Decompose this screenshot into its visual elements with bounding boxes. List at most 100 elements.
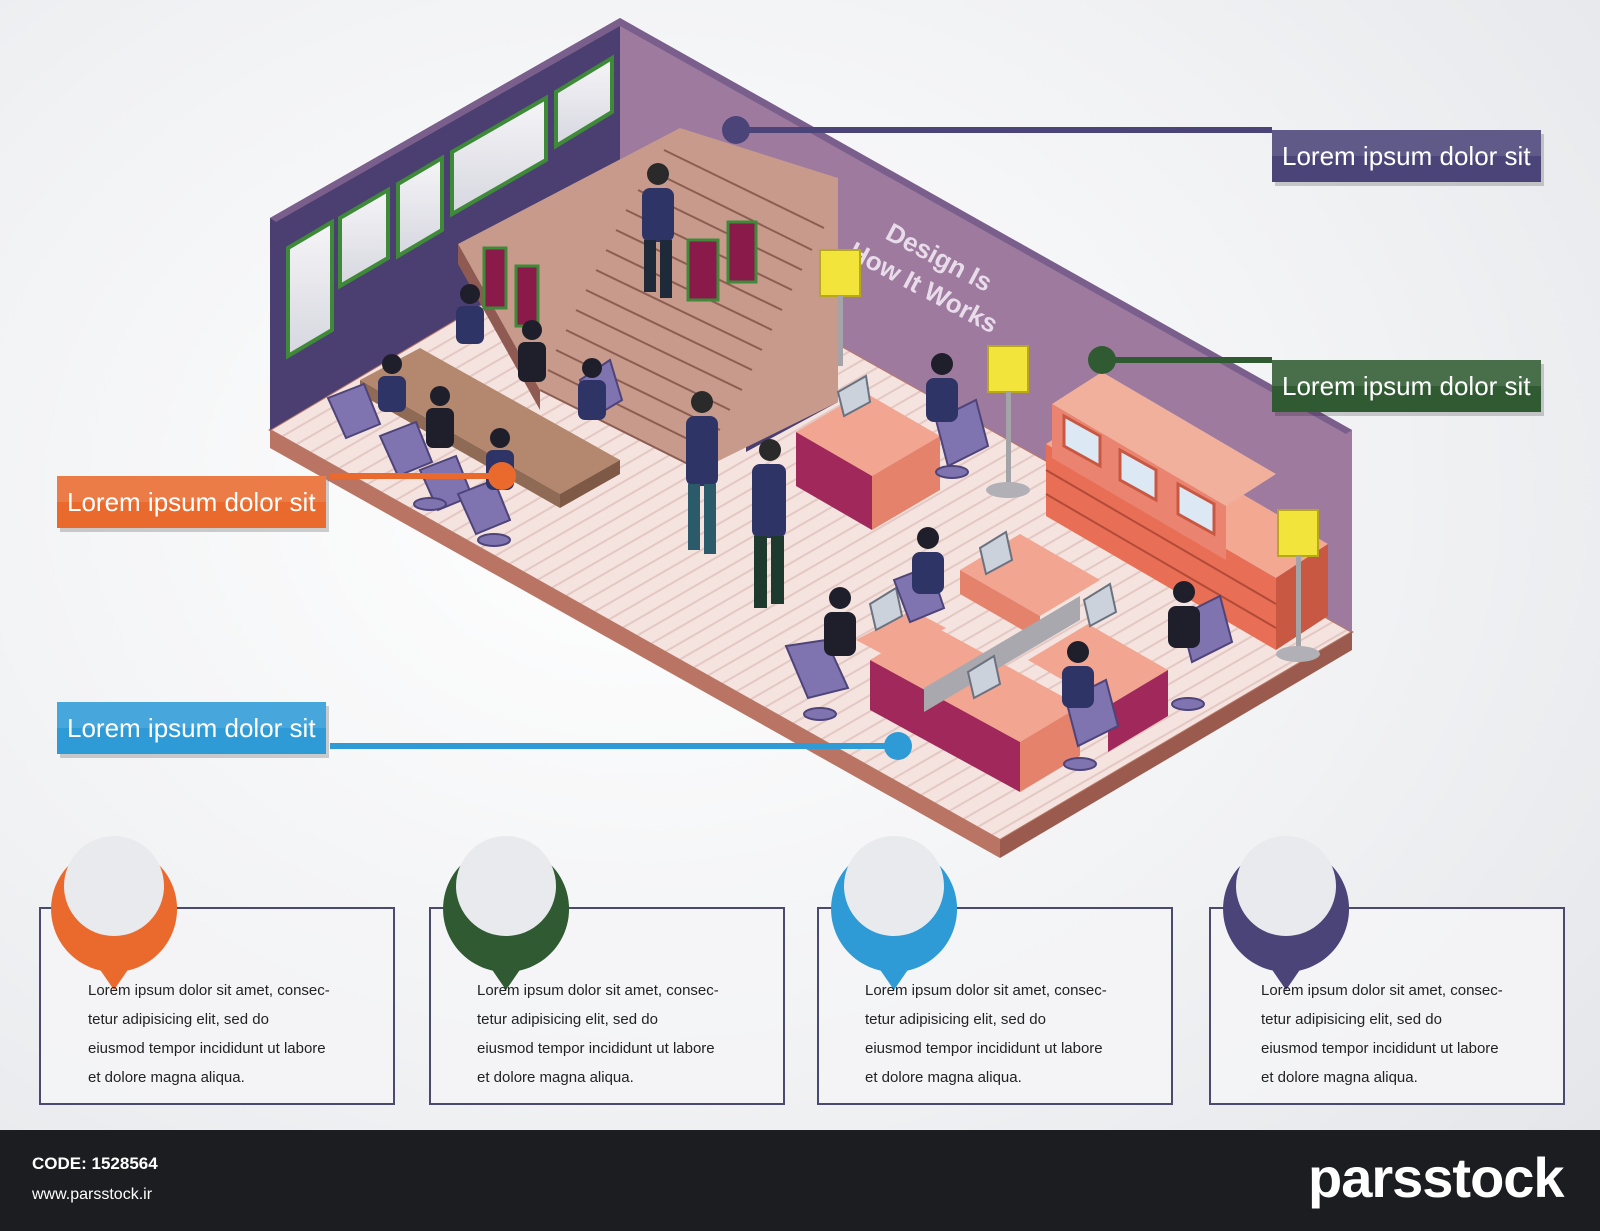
chair-base	[413, 497, 447, 511]
laptop-icon	[868, 586, 904, 632]
text-line: eiusmod tempor incididunt ut labore	[477, 1040, 715, 1057]
info-card-2	[429, 836, 785, 1105]
lamp-shade	[1277, 509, 1319, 557]
chair-base	[803, 707, 837, 721]
pin-center	[844, 836, 944, 936]
person	[426, 386, 454, 448]
connector-dot-purple	[722, 116, 750, 144]
glass-panel	[1176, 481, 1216, 537]
window	[554, 54, 614, 150]
door	[514, 264, 540, 328]
chair-base	[935, 465, 969, 479]
cabinet-glass-panels	[1062, 413, 1216, 537]
text-line: Lorem ipsum dolor sit amet, consec-	[88, 982, 330, 999]
text-line: Lorem ipsum dolor sit amet, consec-	[1261, 982, 1503, 999]
desk-top	[1028, 624, 1168, 706]
text-line: et dolore magna aliqua.	[88, 1069, 245, 1086]
door	[686, 238, 720, 302]
glass-panel	[1118, 447, 1158, 503]
text-line: tetur adipisicing elit, sed do	[1261, 1011, 1442, 1028]
chair	[378, 420, 434, 478]
person	[378, 354, 406, 412]
reception-desk	[796, 392, 940, 530]
floor-lamp	[986, 345, 1030, 498]
person	[642, 163, 674, 298]
bookcase-side	[1276, 544, 1328, 650]
desk-front	[960, 570, 1040, 640]
person	[912, 527, 944, 594]
person	[578, 358, 606, 420]
lamp-base	[1276, 646, 1320, 662]
desk-side	[1020, 706, 1080, 792]
pin-center	[1236, 836, 1336, 936]
laptop-icon	[978, 530, 1014, 576]
door-row	[482, 220, 758, 328]
person	[1062, 641, 1094, 708]
desk-top	[856, 610, 946, 658]
laptop-icon	[1082, 582, 1118, 628]
pin-center	[456, 836, 556, 936]
connector-dot-orange	[488, 462, 516, 490]
info-card-1	[39, 836, 395, 1105]
window-row	[286, 54, 614, 360]
callout-label-purple: Lorem ipsum dolor sit	[1272, 130, 1541, 182]
callout-connectors	[330, 116, 1272, 760]
footer-bar	[0, 1130, 1600, 1231]
chair-base	[477, 533, 511, 547]
laptop-icon	[966, 654, 1002, 700]
chair	[456, 478, 512, 536]
chair-base	[1063, 757, 1097, 771]
cabinet-shelves	[1045, 469, 1277, 629]
text-line: et dolore magna aliqua.	[477, 1069, 634, 1086]
info-card-4	[1209, 836, 1565, 1105]
info-cards	[39, 836, 1565, 1105]
floor-lamp	[819, 249, 861, 366]
person	[926, 353, 958, 422]
info-card-3	[817, 836, 1173, 1105]
pin-tip	[484, 958, 528, 990]
desk-front	[796, 432, 872, 530]
text-line: tetur adipisicing elit, sed do	[865, 1011, 1046, 1028]
lamp-base	[986, 482, 1030, 498]
pin-tip	[92, 958, 136, 990]
table-side	[560, 460, 620, 508]
desk-top	[796, 392, 940, 476]
floor-lamp	[1276, 509, 1320, 662]
person	[456, 284, 484, 344]
lamp-shade	[819, 249, 861, 297]
bookcase-upper	[1052, 372, 1276, 506]
lamp-pole	[1296, 556, 1301, 652]
connector-dot-blue	[884, 732, 912, 760]
callout-label-blue: Lorem ipsum dolor sit	[57, 702, 326, 754]
pin-center	[64, 836, 164, 936]
desk-front	[870, 660, 1020, 792]
chair	[326, 382, 382, 440]
desk-side	[872, 436, 940, 530]
window	[450, 94, 548, 218]
window	[338, 186, 390, 290]
brand-logo: parsstock	[1308, 1146, 1565, 1209]
person	[1168, 581, 1200, 648]
text-line: Lorem ipsum dolor sit amet, consec-	[865, 982, 1107, 999]
info-card-4-text: Lorem ipsum dolor sit amet, consec- tetu…	[1261, 976, 1561, 1092]
desk-front	[1108, 670, 1168, 752]
person	[824, 587, 856, 656]
pin-tip	[1264, 958, 1308, 990]
site-url-link[interactable]: www.parsstock.ir	[32, 1186, 153, 1203]
text-line: et dolore magna aliqua.	[865, 1069, 1022, 1086]
laptops	[836, 374, 1118, 700]
text-line: tetur adipisicing elit, sed do	[477, 1011, 658, 1028]
callout-label-green: Lorem ipsum dolor sit	[1272, 360, 1541, 412]
text-line: Lorem ipsum dolor sit amet, consec-	[477, 982, 719, 999]
info-card-1-text: Lorem ipsum dolor sit amet, consec- tetu…	[88, 976, 388, 1092]
info-card-2-text: Lorem ipsum dolor sit amet, consec- tetu…	[477, 976, 777, 1092]
lamp-shade	[987, 345, 1029, 393]
text-line: eiusmod tempor incididunt ut labore	[1261, 1040, 1499, 1057]
cubicle-divider	[924, 596, 1080, 712]
person	[686, 391, 718, 554]
pin-tip	[872, 958, 916, 990]
person	[752, 439, 786, 608]
glass-panel	[1062, 413, 1102, 469]
text-line: eiusmod tempor incididunt ut labore	[865, 1040, 1103, 1057]
